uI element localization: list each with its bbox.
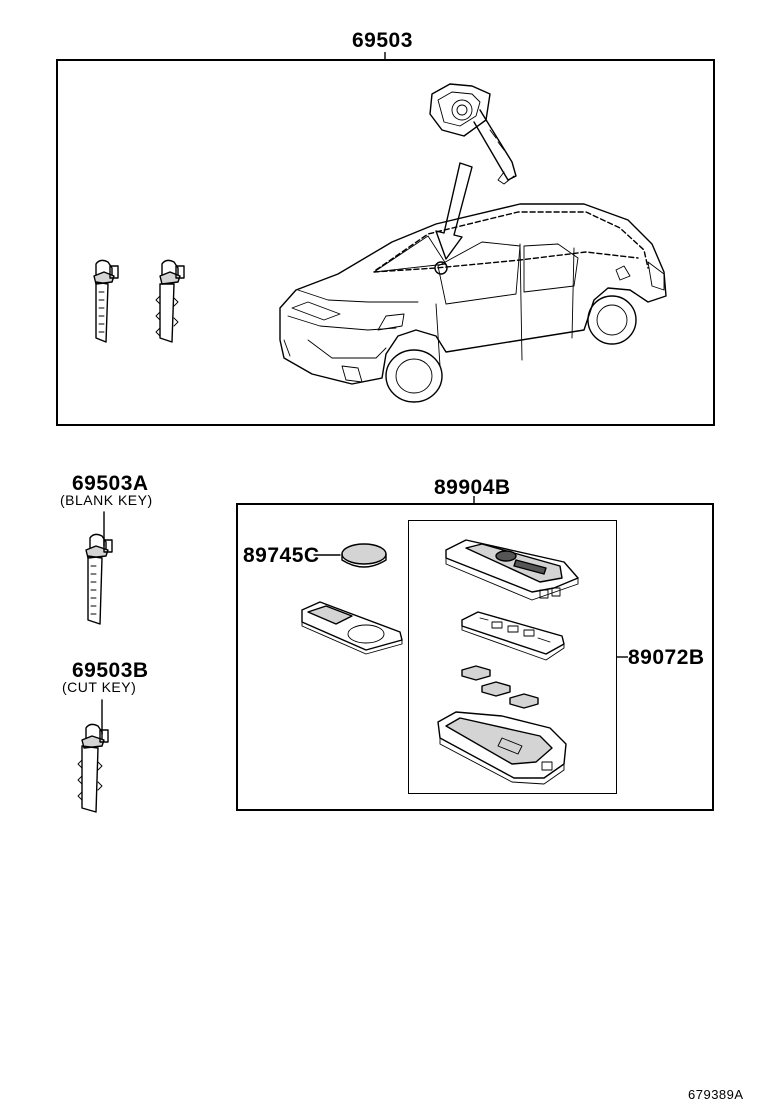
battery-holder-illustration <box>301 601 403 655</box>
label-69503A: 69503A <box>72 472 149 495</box>
circuit-board-illustration <box>461 611 565 661</box>
battery-icon <box>313 543 387 568</box>
location-arrow-icon <box>435 162 473 260</box>
key-icon-right <box>155 259 185 343</box>
blank-key-icon <box>85 511 113 625</box>
label-69503B: 69503B <box>72 659 149 682</box>
frame-69503 <box>56 59 715 426</box>
car-illustration <box>279 203 667 403</box>
note-blank-key: (BLANK KEY) <box>60 492 153 508</box>
label-89745C: 89745C <box>243 544 320 567</box>
key-fob-top-shell-illustration <box>445 539 579 601</box>
leader-69503 <box>384 52 386 60</box>
label-69503: 69503 <box>352 29 413 52</box>
key-icon-left <box>93 259 119 343</box>
ignition-cylinder-illustration <box>429 83 517 185</box>
leader-89072B <box>616 656 628 658</box>
cut-key-icon <box>77 699 109 813</box>
note-cut-key: (CUT KEY) <box>62 679 137 695</box>
button-pads-illustration <box>461 665 539 709</box>
label-89904B: 89904B <box>434 476 511 499</box>
key-fob-bottom-shell-illustration <box>437 711 567 785</box>
frame-89904B <box>236 503 714 811</box>
label-89072B: 89072B <box>628 646 705 669</box>
figure-code: 679389A <box>688 1087 744 1102</box>
